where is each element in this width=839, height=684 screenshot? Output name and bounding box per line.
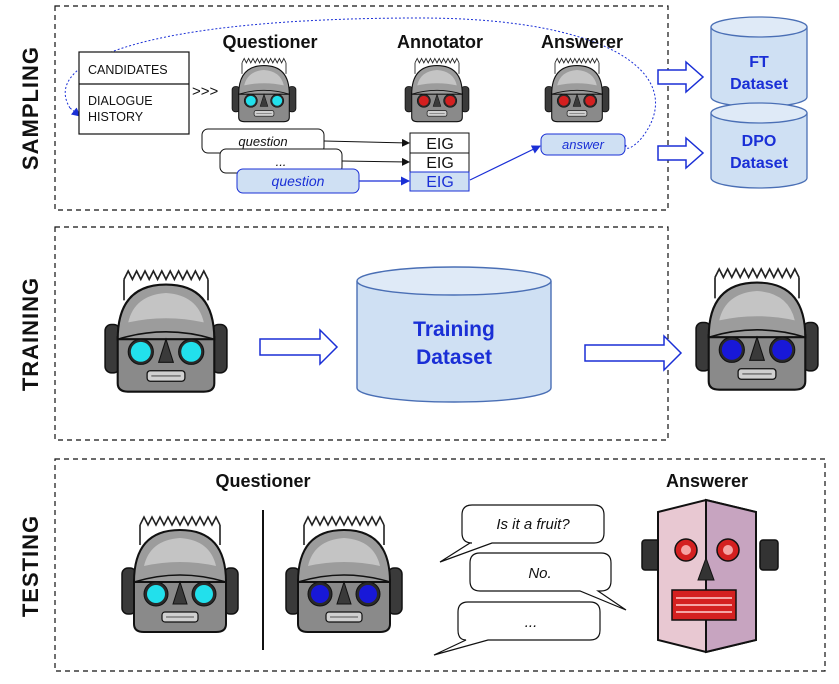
bubble-question	[439, 504, 605, 563]
sampling-annotator-title: Annotator	[397, 32, 483, 52]
ft-dataset-cylinder	[710, 16, 808, 108]
answerer-robot-icon	[544, 57, 610, 123]
annotator-robot-icon	[404, 57, 470, 123]
section-label-training: TRAINING	[18, 277, 43, 391]
training-output-robot-icon	[695, 267, 819, 391]
sampling-questioner-title: Questioner	[222, 32, 317, 52]
history-label-line2: HISTORY	[88, 110, 144, 124]
eig-label-2: EIG	[426, 155, 454, 172]
training-arrow-in-icon	[259, 328, 339, 366]
testing-answerer-title: Answerer	[666, 471, 748, 491]
to-dpo-arrow-icon	[657, 136, 705, 170]
dpo-dataset-label-1: DPO	[742, 133, 777, 150]
question-text-selected: question	[272, 173, 325, 189]
sampling-answerer-title: Answerer	[541, 32, 623, 52]
section-label-testing: TESTING	[18, 515, 43, 617]
answer-box	[540, 133, 626, 156]
questioner-robot-icon	[231, 57, 297, 123]
history-label-line1: DIALOGUE	[88, 94, 153, 108]
ft-dataset-label-2: Dataset	[730, 76, 788, 93]
question-text-2: ...	[276, 154, 287, 169]
bubble-ellipsis-text: ...	[525, 614, 538, 631]
training-arrow-out-icon	[584, 334, 683, 372]
bubble-question-text: Is it a fruit?	[496, 516, 570, 533]
training-frame	[54, 226, 669, 441]
testing-baseline-robot-icon	[121, 516, 239, 633]
testing-trained-robot-icon	[285, 516, 403, 633]
eig-box-selected	[409, 171, 470, 192]
to-ft-arrow-icon	[657, 60, 705, 94]
chevrons: >>>	[192, 83, 219, 100]
training-input-robot-icon	[104, 269, 228, 393]
training-dataset-label-1: Training	[413, 318, 495, 341]
dpo-dataset-cylinder	[710, 102, 808, 189]
bubble-ellipsis	[433, 601, 601, 656]
dpo-dataset-label-2: Dataset	[730, 155, 788, 172]
answer-text: answer	[562, 137, 605, 152]
testing-answerer-robot-icon	[641, 498, 779, 654]
testing-frame	[54, 458, 826, 672]
eig-label-1: EIG	[426, 136, 454, 153]
bubble-answer	[469, 552, 627, 611]
candidates-label: CANDIDATES	[88, 63, 168, 77]
section-label-sampling: SAMPLING	[18, 46, 43, 170]
training-dataset-label-2: Dataset	[416, 346, 492, 369]
bubble-answer-text: No.	[528, 565, 551, 582]
eig-label-selected: EIG	[426, 174, 454, 191]
candidates-history-box	[78, 51, 190, 135]
testing-questioner-title: Questioner	[215, 471, 310, 491]
question-text-1: question	[238, 134, 287, 149]
sampling-frame	[54, 5, 669, 211]
ft-dataset-label-1: FT	[749, 54, 769, 71]
training-dataset-cylinder	[356, 266, 552, 403]
